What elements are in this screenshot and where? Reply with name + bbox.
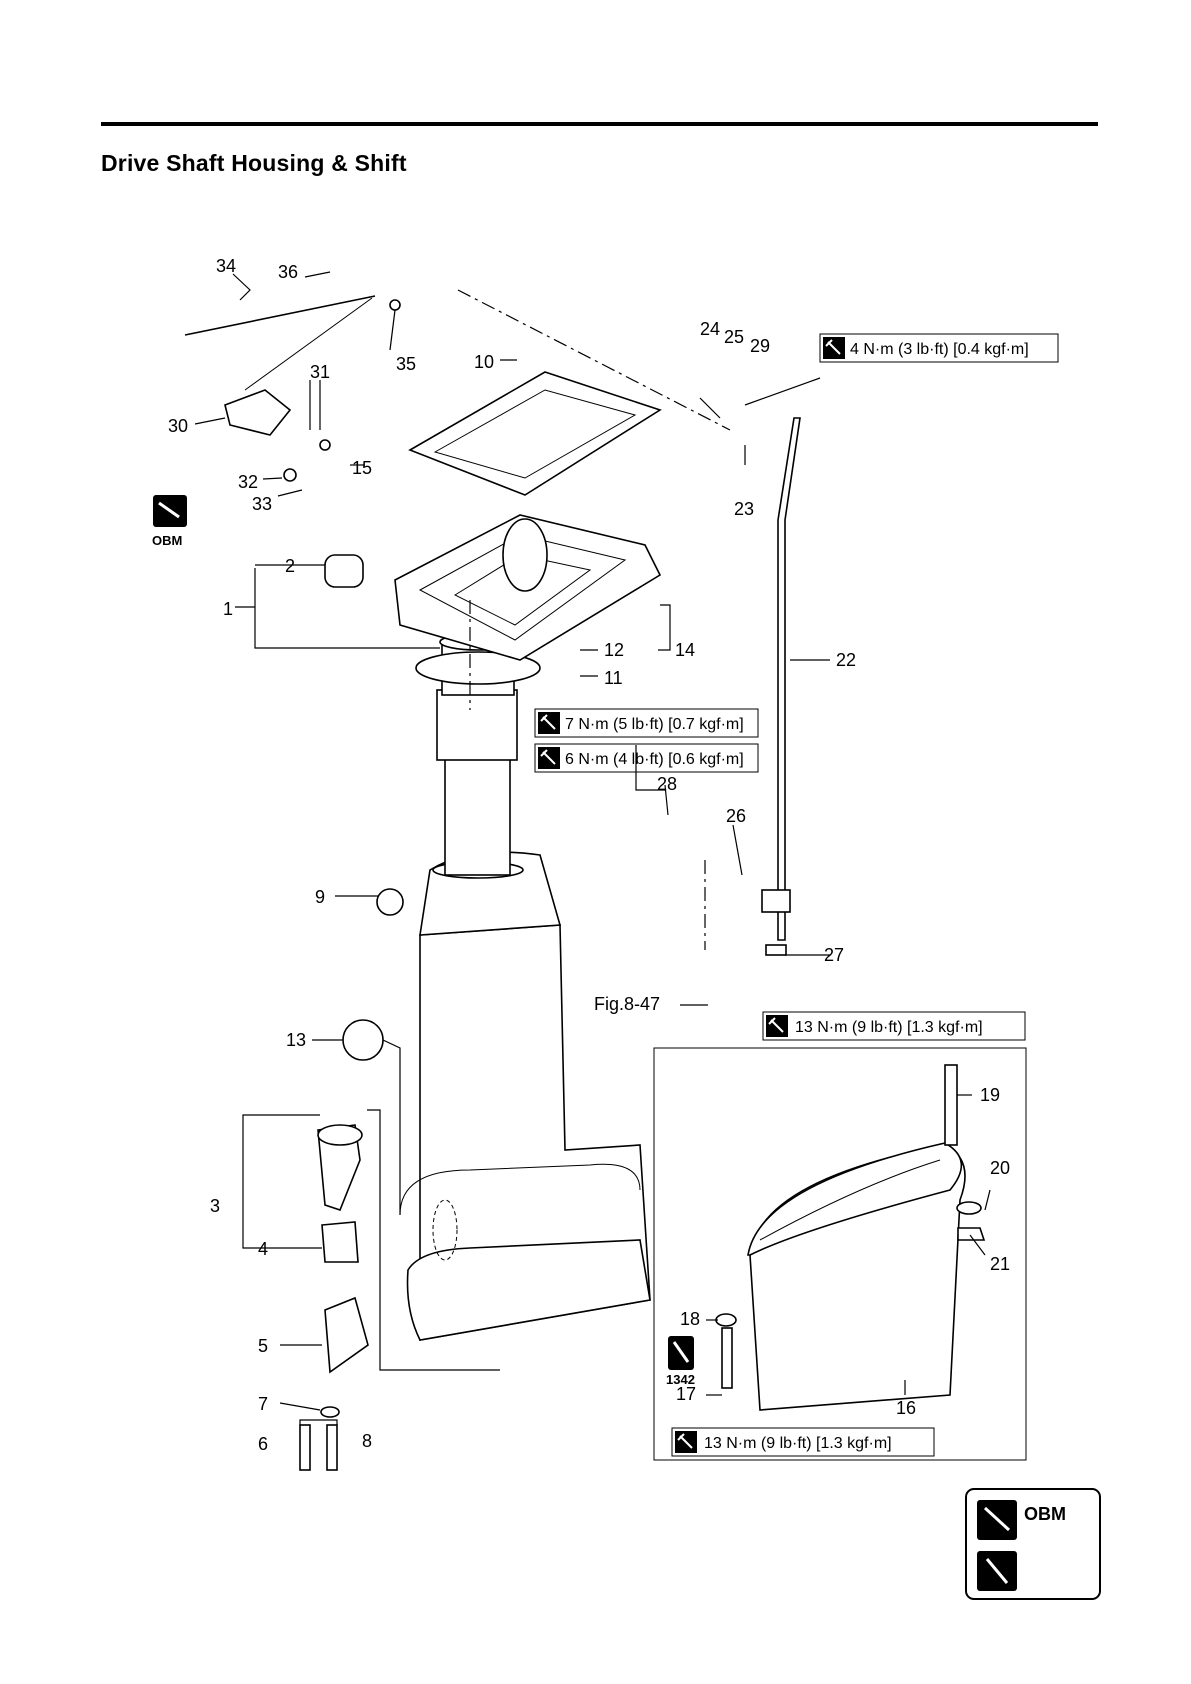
callout: 13 — [286, 1030, 306, 1050]
callout: 17 — [676, 1384, 696, 1404]
figure-reference: Fig.8-47 — [594, 994, 660, 1014]
callout: 28 — [657, 774, 677, 794]
callout: 30 — [168, 416, 188, 436]
callout: 31 — [310, 362, 330, 382]
gasket — [410, 372, 660, 495]
sealant-1342-icon — [977, 1551, 1017, 1591]
callout: 7 — [258, 1394, 268, 1414]
torque-wrench-icon — [766, 1015, 788, 1037]
torque-wrench-icon — [675, 1431, 697, 1453]
torque-wrench-icon — [538, 712, 560, 734]
callout: 32 — [238, 472, 258, 492]
legend-obm-label: OBM — [1024, 1504, 1066, 1524]
torque-spec: 13 N·m (9 lb·ft) [1.3 kgf·m] — [795, 1019, 983, 1036]
shift-rod — [762, 418, 800, 955]
callout: 11 — [604, 668, 623, 688]
grease-obm-icon — [977, 1500, 1017, 1540]
callout: 12 — [604, 640, 624, 660]
callout: 4 — [258, 1239, 268, 1259]
lower-shift-parts — [300, 889, 403, 1470]
callout: 34 — [216, 256, 236, 276]
callout: 35 — [396, 354, 416, 374]
callout: 20 — [990, 1158, 1010, 1178]
callout: 1 — [223, 599, 233, 619]
callout: 23 — [734, 499, 754, 519]
callout: 33 — [252, 494, 272, 514]
torque-spec: 13 N·m (9 lb·ft) [1.3 kgf·m] — [704, 1435, 892, 1452]
lubricant-legend: OBM — [966, 1489, 1100, 1599]
callout: 29 — [750, 336, 770, 356]
callout: 10 — [474, 352, 494, 372]
torque-spec: 4 N·m (3 lb·ft) [0.4 kgf·m] — [850, 341, 1029, 358]
grease-obm-icon: OBM — [153, 495, 187, 527]
callout: 19 — [980, 1085, 1000, 1105]
torque-spec: 6 N·m (4 lb·ft) [0.6 kgf·m] — [565, 751, 744, 768]
callout: 14 — [675, 640, 695, 660]
callout: 21 — [990, 1254, 1010, 1274]
callout: 6 — [258, 1434, 268, 1454]
sealant-1342-icon — [668, 1336, 694, 1370]
upper-mount-case — [395, 515, 660, 660]
drive-shaft-housing — [400, 634, 650, 1340]
torque-spec: 7 N·m (5 lb·ft) [0.7 kgf·m] — [565, 716, 744, 733]
callout: 36 — [278, 262, 298, 282]
callout: 3 — [210, 1196, 220, 1216]
callout: 2 — [285, 556, 295, 576]
callout: 27 — [824, 945, 844, 965]
callout: 16 — [896, 1398, 916, 1418]
svg-text:OBM: OBM — [157, 517, 176, 526]
lubricant-label: OBM — [152, 533, 182, 548]
shift-linkage — [185, 296, 400, 587]
torque-wrench-icon — [823, 337, 845, 359]
torque-wrench-icon — [538, 747, 560, 769]
callout: 15 — [352, 458, 372, 478]
callout: 9 — [315, 887, 325, 907]
callout: 5 — [258, 1336, 268, 1356]
callout: 26 — [726, 806, 746, 826]
callout: 25 — [724, 327, 744, 347]
callout: 8 — [362, 1431, 372, 1451]
callout: 18 — [680, 1309, 700, 1329]
inset-parts — [716, 1065, 984, 1410]
callout: 24 — [700, 319, 720, 339]
callout: 22 — [836, 650, 856, 670]
